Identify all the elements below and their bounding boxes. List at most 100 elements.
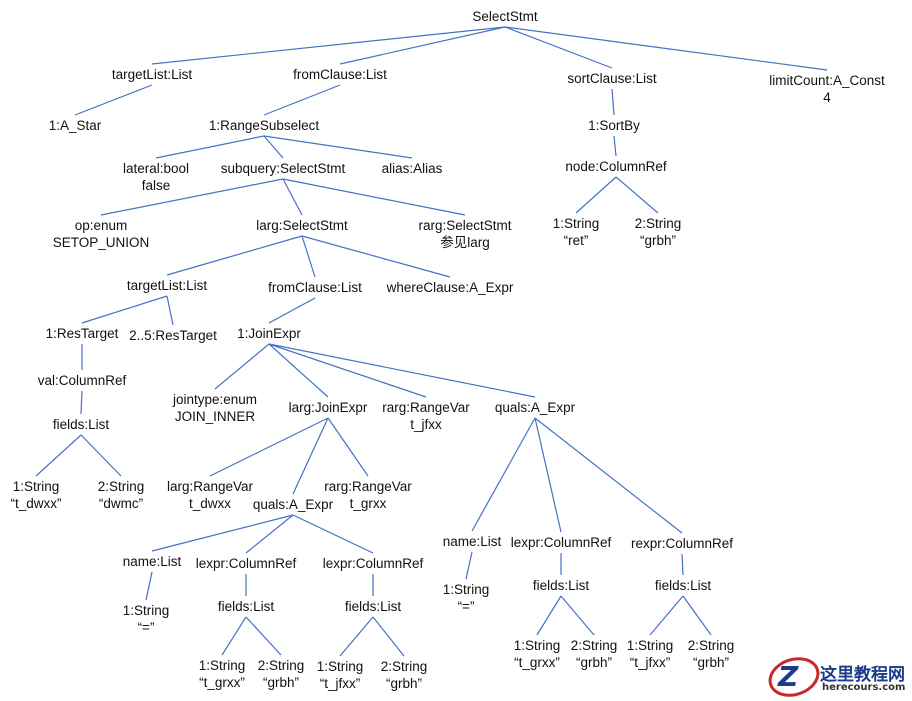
tree-node-sortStr2: 2:String“grbh” (635, 215, 682, 249)
tree-node-quals: quals:A_Expr (495, 399, 575, 416)
edge-joinExpr-largJoin (268, 343, 329, 398)
node-value: “grbh” (262, 675, 299, 690)
node-label: 2:String (257, 658, 305, 673)
edge-largJoin-largRange2 (209, 417, 329, 477)
edge-nameList-strEqB (465, 551, 473, 580)
node-label: fromClause:List (293, 67, 387, 82)
node-label: alias:Alias (381, 161, 443, 176)
node-value: 参见larg (440, 235, 490, 250)
edge-fieldsC-strC2 (372, 616, 405, 657)
node-label: 1:String (552, 216, 600, 231)
edge-subquery-op (100, 178, 284, 216)
edge-fromClause-rangeSubselect (263, 84, 341, 116)
node-value: “t_jfxx” (629, 655, 671, 670)
edge-rangeSubselect-lateral (155, 135, 265, 159)
node-label: fields:List (654, 578, 712, 593)
node-label: SelectStmt (472, 9, 538, 24)
edge-root-limitCount (504, 26, 828, 71)
edge-joinExpr-rargRange (268, 343, 427, 398)
node-label: larg:RangeVar (166, 479, 254, 494)
node-label: rarg:RangeVar (382, 400, 470, 415)
node-label: 1:String (198, 658, 246, 673)
node-value: “grbh” (639, 233, 676, 248)
edge-sortBy-sortNode (613, 135, 617, 157)
tree-node-strC2: 2:String “grbh” (381, 658, 428, 692)
node-label: 1:String (316, 659, 364, 674)
node-value: false (141, 178, 171, 193)
tree-node-fromClause2: fromClause:List (268, 279, 362, 296)
node-value: JOIN_INNER (174, 409, 256, 424)
edge-root-sortClause (504, 26, 613, 69)
edge-quals2-nameList2 (151, 514, 294, 552)
node-label: 1:SortBy (588, 118, 640, 133)
tree-node-sortNode: node:ColumnRef (565, 158, 666, 175)
tree-node-fieldsB: fields:List (218, 598, 274, 615)
node-label: limitCount:A_Const (769, 73, 885, 88)
edge-subquery-rarg (282, 178, 466, 216)
tree-node-strA2: 2:String“dwmc” (98, 478, 145, 512)
edge-fieldsD-strD2 (560, 595, 595, 636)
node-label: 1:RangeSubselect (208, 118, 320, 133)
node-label: lexpr:ColumnRef (195, 556, 297, 571)
tree-node-nameList: name:List (443, 533, 502, 550)
tree-node-strEqA: 1:String“=” (123, 602, 170, 636)
node-label: fields:List (344, 599, 402, 614)
tree-node-lexprD: lexpr:ColumnRef (511, 534, 612, 551)
tree-node-root: SelectStmt (472, 8, 537, 25)
edge-larg-targetList2 (166, 235, 303, 276)
tree-node-valColRef: val:ColumnRef (38, 372, 127, 389)
node-label: targetList:List (126, 278, 208, 293)
node-label: 2:String (97, 479, 145, 494)
node-value: “=” (457, 599, 475, 614)
node-value: “t_dwxx” (10, 496, 62, 511)
node-value: “grbh” (385, 676, 422, 691)
node-label: 1:String (12, 479, 60, 494)
tree-node-sortStr1: 1:String“ret” (553, 215, 600, 249)
tree-node-fromClause: fromClause:List (293, 66, 387, 83)
edge-rexprE-fieldsE (681, 553, 684, 576)
tree-node-alias: alias:Alias (382, 160, 443, 177)
node-label: 2:String (380, 659, 428, 674)
edge-sortNode-sortStr1 (575, 176, 617, 214)
tree-node-strE1: 1:String“t_jfxx” (627, 637, 674, 671)
tree-node-fieldsE: fields:List (655, 577, 711, 594)
node-value: “t_grxx” (514, 655, 560, 670)
node-label: sortClause:List (567, 71, 657, 86)
edge-quals-nameList (471, 417, 536, 532)
tree-node-strE2: 2:String“grbh” (688, 637, 735, 671)
node-label: node:ColumnRef (565, 159, 667, 174)
tree-node-strEqB: 1:String“=” (443, 581, 490, 615)
edge-fromClause2-joinExpr (268, 297, 316, 324)
node-label: 1:ResTarget (45, 326, 119, 341)
node-label: 2..5:ResTarget (129, 328, 217, 343)
tree-node-strD1: 1:String“t_grxx” (514, 637, 561, 671)
node-value: “t_grxx” (199, 675, 245, 690)
node-label: rexpr:ColumnRef (630, 536, 734, 551)
edge-targetList-aStar (74, 84, 153, 116)
tree-node-sortClause: sortClause:List (567, 70, 656, 87)
tree-node-fieldsD: fields:List (533, 577, 589, 594)
edge-quals2-lexprA (245, 514, 294, 554)
edge-quals-lexprD (534, 417, 562, 533)
edge-nameList2-strEqA (145, 571, 153, 601)
watermark-name: 这里教程网 (820, 665, 905, 685)
edge-valColRef-fieldsA (80, 390, 83, 415)
watermark-url: herecours.com (822, 682, 906, 693)
edge-sortClause-sortBy (611, 88, 615, 116)
tree-node-largRange2: larg:RangeVar t_dwxx (167, 478, 253, 512)
node-label: 2:String (687, 638, 735, 653)
node-label: jointype:enum (172, 392, 258, 407)
node-label: lexpr:ColumnRef (322, 556, 424, 571)
node-label: larg:JoinExpr (288, 400, 368, 415)
tree-node-targetList: targetList:List (112, 66, 192, 83)
node-value: t_dwxx (188, 496, 232, 511)
tree-node-largJoin: larg:JoinExpr (289, 399, 368, 416)
node-label: fields:List (532, 578, 590, 593)
edge-subquery-larg (282, 178, 303, 216)
